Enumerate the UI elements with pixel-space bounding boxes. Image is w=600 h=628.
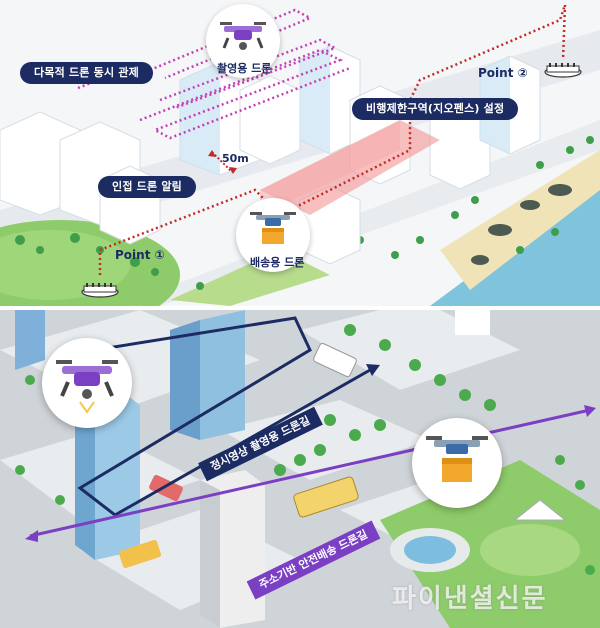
point-2-label: Point ② xyxy=(478,66,528,80)
bottom-illustration-panel: 정시영상 촬영용 드론길 주소기반 안전배송 드론길 파이낸셜신문 xyxy=(0,310,600,628)
top-illustration-panel: 다목적 드론 동시 관제 인접 드론 알림 비행제한구역(지오펜스) 설정 촬영… xyxy=(0,0,600,306)
delivery-drone-label: 배송용 드론 xyxy=(250,256,305,269)
filming-drone-route-badge xyxy=(42,338,132,428)
no-fly-zone-label: 비행제한구역(지오펜스) 설정 xyxy=(352,98,519,120)
filming-drone-badge xyxy=(206,4,280,78)
filming-drone-icon xyxy=(220,22,266,50)
watermark: 파이낸셜신문 xyxy=(392,584,548,614)
filming-drone-label: 촬영용 드론 xyxy=(217,62,272,75)
delivery-drone-icon xyxy=(250,212,296,244)
city-map-illustration xyxy=(0,0,600,306)
delivery-drone-icon xyxy=(426,436,488,482)
point-1-label: Point ① xyxy=(115,248,165,262)
drone-station-2 xyxy=(544,63,582,78)
drone-station-1 xyxy=(81,283,119,298)
filming-drone-icon xyxy=(56,360,118,414)
nearby-drone-alert-label: 인접 드론 알림 xyxy=(98,176,196,198)
multi-drone-control-label: 다목적 드론 동시 관제 xyxy=(20,62,153,84)
distance-label: 50m xyxy=(222,152,249,165)
delivery-drone-route-badge xyxy=(412,418,502,508)
delivery-drone-badge xyxy=(236,198,310,272)
